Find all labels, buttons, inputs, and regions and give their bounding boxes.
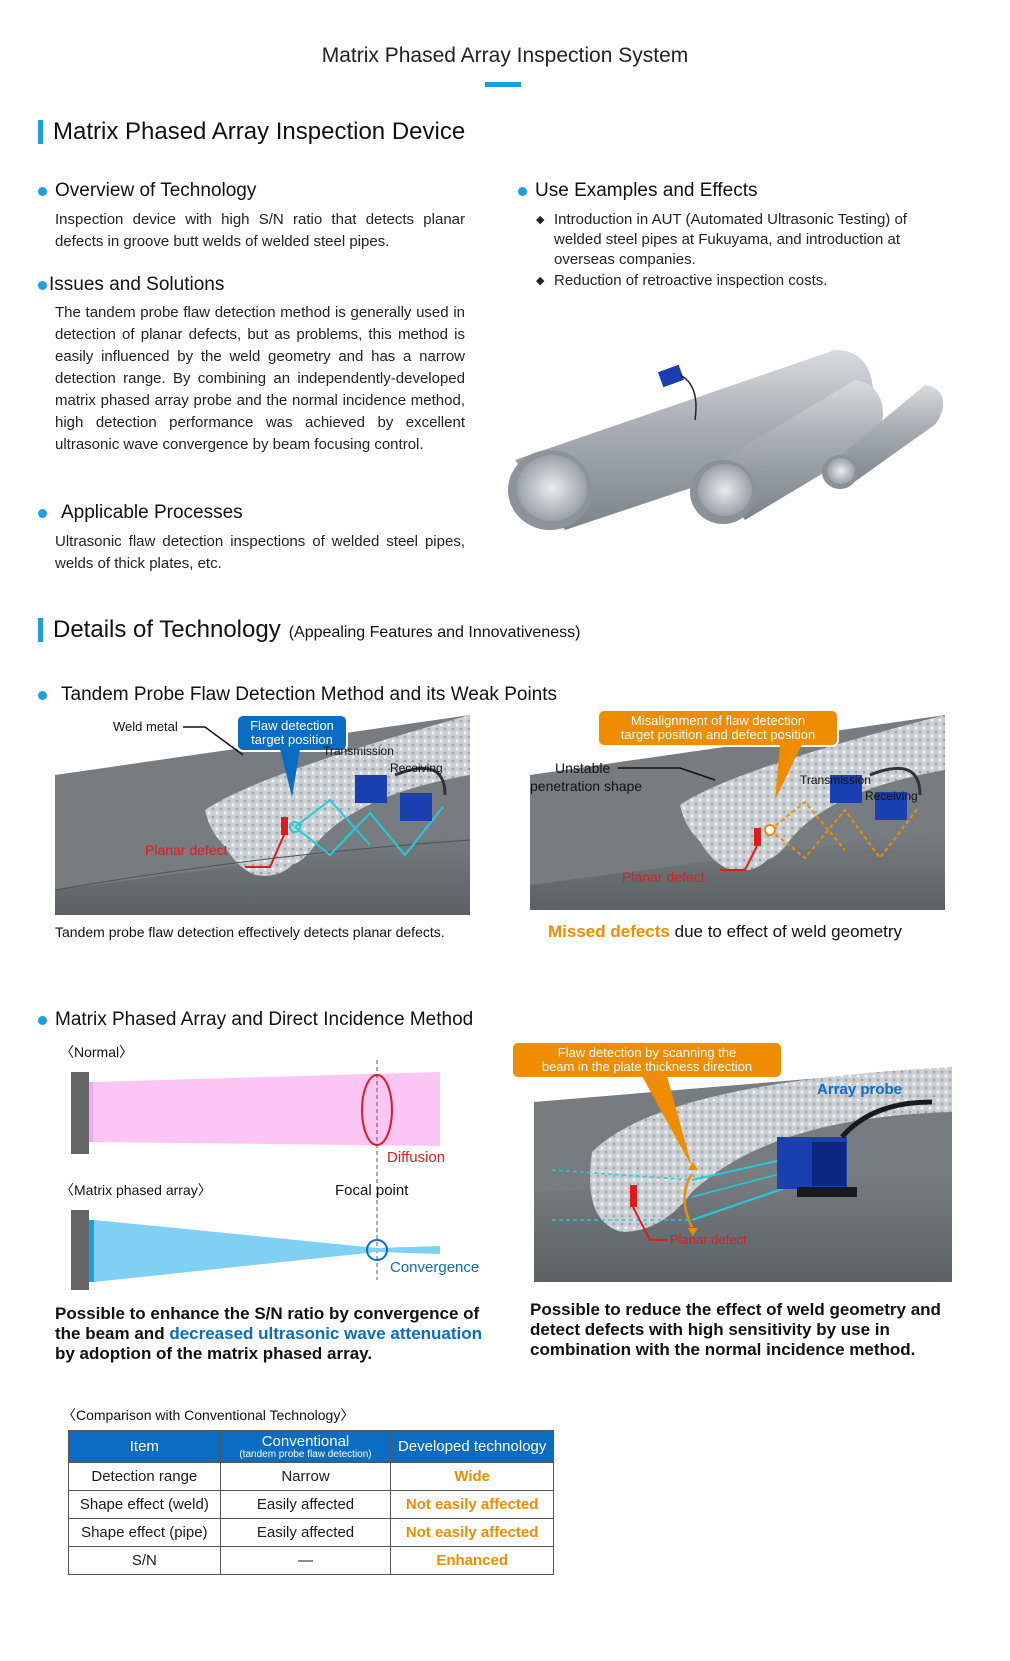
weld-metal-label: Weld metal: [113, 719, 178, 734]
processes-heading: Applicable Processes: [38, 502, 243, 524]
cell-conventional: Narrow: [219, 1462, 392, 1491]
matrix-left-highlight: decreased ultrasonic wave attenuation: [169, 1324, 483, 1343]
array-callout-2: beam in the plate thickness direction: [542, 1059, 752, 1074]
header-conventional-sub: (tandem probe flaw detection): [239, 1449, 372, 1460]
title-underline: [485, 82, 521, 87]
tandem-right-figure: Misalignment of flaw detection target po…: [530, 710, 945, 910]
section2-title-text: Details of Technology: [53, 616, 281, 643]
normal-label: 〈Normal〉: [60, 1044, 133, 1060]
overview-text: Inspection device with high S/N ratio th…: [55, 211, 465, 250]
use-examples-heading-text: Use Examples and Effects: [535, 180, 758, 201]
receiving-label: Receiving: [865, 789, 918, 803]
planar-defect-label: Planar defect: [145, 842, 228, 858]
section-marker: [38, 618, 43, 642]
caption-rest-text: due to effect of weld geometry: [669, 922, 903, 941]
list-item: Introduction in AUT (Automated Ultrasoni…: [536, 210, 936, 270]
matrix-left-text-2: by adoption of the matrix phased array.: [55, 1344, 373, 1363]
bullet-dot-icon: [38, 1015, 47, 1025]
transmission-label: Transmission: [800, 773, 871, 787]
tandem-left-figure: Flaw detection target position Weld meta…: [55, 715, 470, 915]
use-examples-list: Introduction in AUT (Automated Ultrasoni…: [536, 210, 936, 292]
issues-heading-text: Issues and Solutions: [49, 274, 225, 295]
array-callout-1: Flaw detection by scanning the: [558, 1045, 737, 1060]
tandem-left-callout-1: Flaw detection: [250, 718, 334, 733]
overview-heading: Overview of Technology: [38, 180, 256, 202]
header-conventional: Conventional (tandem probe flaw detectio…: [219, 1430, 392, 1463]
tandem-right-callout-1: Misalignment of flaw detection: [631, 713, 805, 728]
processes-text: Ultrasonic flaw detection inspections of…: [55, 533, 465, 572]
section2-title: Details of Technology (Appealing Feature…: [38, 616, 580, 644]
convergence-label: Convergence: [390, 1259, 479, 1276]
issues-heading: Issues and Solutions: [38, 274, 224, 296]
cell-item: Detection range: [68, 1462, 221, 1491]
cell-developed: Not easily affected: [390, 1518, 554, 1547]
missed-defects-text: Missed defects: [548, 922, 670, 941]
page-title: Matrix Phased Array Inspection System: [321, 44, 689, 67]
section1-title: Matrix Phased Array Inspection Device: [38, 118, 465, 146]
planar-defect-label: Planar defect: [670, 1232, 747, 1247]
overview-heading-text: Overview of Technology: [55, 180, 257, 201]
diffusion-label: Diffusion: [387, 1149, 445, 1166]
use-examples-heading: Use Examples and Effects: [518, 180, 757, 202]
mpa-label: 〈Matrix phased array〉: [60, 1182, 212, 1198]
list-item: Reduction of retroactive inspection cost…: [536, 271, 936, 291]
tandem-heading: Tandem Probe Flaw Detection Method and i…: [38, 684, 557, 706]
receiving-label: Receiving: [390, 761, 443, 775]
matrix-heading-text: Matrix Phased Array and Direct Incidence…: [55, 1009, 474, 1030]
matrix-left-text-1: Possible to enhance the S/N ratio by con…: [55, 1304, 480, 1343]
cell-item: S/N: [68, 1546, 221, 1575]
unstable-label-1: Unstable: [555, 760, 610, 776]
tandem-right-caption: Missed defects due to effect of weld geo…: [548, 922, 902, 942]
cell-item: Shape effect (pipe): [68, 1518, 221, 1547]
issues-text: The tandem probe flaw detection method i…: [55, 304, 465, 453]
comparison-table: Item Conventional (tandem probe flaw det…: [68, 1430, 554, 1575]
beam-comparison-diagram: 〈Normal〉 Diffusion 〈Matrix phased array〉…: [60, 1044, 479, 1290]
cell-conventional: Easily affected: [219, 1490, 392, 1519]
header-item: Item: [68, 1430, 221, 1463]
bullet-dot-icon: [518, 186, 527, 196]
matrix-left-text: Possible to enhance the S/N ratio by con…: [55, 1304, 495, 1364]
tandem-left-callout-2: target position: [251, 732, 333, 747]
comparison-title: 〈Comparison with Conventional Technology…: [62, 1407, 355, 1423]
cell-conventional: Easily affected: [219, 1518, 392, 1547]
table-row: S/N — Enhanced: [68, 1546, 554, 1575]
processes-heading-text: Applicable Processes: [61, 502, 243, 523]
section1-title-text: Matrix Phased Array Inspection Device: [53, 118, 466, 145]
section2-subtitle: (Appealing Features and Innovativeness): [288, 624, 581, 641]
matrix-heading: Matrix Phased Array and Direct Incidence…: [38, 1009, 473, 1031]
steel-pipes-illustration: [508, 350, 944, 530]
tandem-heading-text: Tandem Probe Flaw Detection Method and i…: [61, 684, 558, 705]
bullet-dot-icon: [38, 280, 47, 290]
section-marker: [38, 120, 43, 144]
unstable-label-2: penetration shape: [530, 778, 642, 794]
bullet-dot-icon: [38, 186, 47, 196]
focal-point-label: Focal point: [335, 1182, 409, 1199]
tandem-left-caption: Tandem probe flaw detection effectively …: [55, 924, 445, 940]
tandem-right-callout-2: target position and defect position: [621, 727, 815, 742]
table-row: Shape effect (pipe) Easily affected Not …: [68, 1518, 554, 1547]
transmission-label: Transmission: [323, 744, 394, 758]
cell-conventional: —: [219, 1546, 392, 1575]
header-conventional-text: Conventional: [261, 1433, 350, 1450]
header-developed: Developed technology: [390, 1430, 554, 1463]
cell-developed: Enhanced: [390, 1546, 554, 1575]
bullet-dot-icon: [38, 690, 47, 700]
cell-developed: Wide: [390, 1462, 554, 1491]
matrix-right-text: Possible to reduce the effect of weld ge…: [530, 1300, 941, 1359]
cell-developed: Not easily affected: [390, 1490, 554, 1519]
array-probe-label: Array probe: [817, 1081, 902, 1098]
cell-item: Shape effect (weld): [68, 1490, 221, 1519]
bullet-dot-icon: [38, 508, 47, 518]
planar-defect-label: Planar defect: [622, 869, 705, 885]
table-row: Shape effect (weld) Easily affected Not …: [68, 1490, 554, 1519]
table-row: Detection range Narrow Wide: [68, 1462, 554, 1491]
array-probe-figure: Flaw detection by scanning the beam in t…: [512, 1042, 952, 1282]
